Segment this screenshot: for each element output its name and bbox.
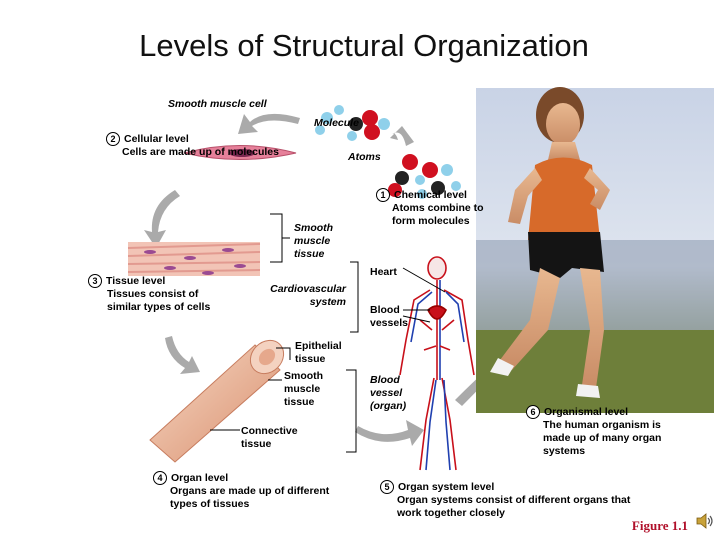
level-name: Tissue level — [106, 274, 166, 287]
molecule-label: Molecule — [314, 117, 359, 129]
level-name: Organismal level — [544, 405, 629, 418]
blood-vessels-label: Blood vessels — [370, 304, 408, 329]
molecule-cluster — [315, 105, 390, 141]
smooth-muscle-cell-label: Smooth muscle cell — [168, 98, 267, 110]
brackets — [270, 213, 359, 453]
level-number: 3 — [88, 274, 102, 288]
level-6-organismal: 6 Organismal level The human organism is … — [526, 405, 688, 458]
level-4-organ: 4 Organ level Organs are made up of diffe… — [153, 471, 339, 511]
smooth-muscle-tissue-image — [127, 242, 261, 276]
level-desc: The human organism is made up of many or… — [543, 419, 662, 457]
level-1-chemical: 1 Chemical level Atoms combine to form mo… — [376, 188, 486, 228]
level-name: Organ level — [171, 471, 229, 484]
level-desc: Cells are made up of molecules — [122, 146, 279, 158]
level-number: 2 — [106, 132, 120, 146]
cardiovascular-system-label: Cardiovascular system — [270, 283, 346, 308]
smooth-muscle-tissue-label: Smooth muscle tissue — [294, 222, 334, 260]
level-name: Organ system level — [398, 480, 495, 493]
cardiovascular-figure — [399, 256, 475, 471]
heart-label: Heart — [370, 266, 397, 278]
runner-photo — [476, 87, 714, 413]
atom-cluster — [388, 154, 461, 199]
smooth-muscle-tissue-organ-label: Smooth muscle tissue — [284, 370, 324, 408]
connective-tissue-label: Connective tissue — [241, 425, 298, 450]
level-name: Chemical level — [394, 188, 467, 201]
figure-label: Figure 1.1 — [631, 518, 688, 533]
level-number: 5 — [380, 480, 394, 494]
level-number: 1 — [376, 188, 390, 202]
atoms-label: Atoms — [348, 151, 381, 163]
level-name: Cellular level — [124, 132, 189, 145]
blood-vessel-organ-label: Blood vessel (organ) — [370, 374, 407, 412]
level-desc: Tissues consist of similar types of cell… — [107, 288, 211, 313]
blood-vessel-tube — [149, 339, 285, 463]
level-2-cellular: 2 Cellular level Cells are made up of mol… — [106, 132, 296, 159]
level-5-organ-system: 5 Organ system level Organ systems consis… — [380, 480, 640, 520]
level-desc: Atoms combine to form molecules — [392, 202, 484, 227]
level-number: 6 — [526, 405, 540, 419]
level-3-tissue: 3 Tissue level Tissues consist of similar… — [88, 274, 228, 314]
level-desc: Organ systems consist of different organ… — [397, 494, 631, 519]
smooth-muscle-cell — [183, 145, 297, 160]
speaker-icon[interactable] — [694, 510, 716, 532]
leader-lines — [210, 267, 446, 431]
level-number: 4 — [153, 471, 167, 485]
epithelial-tissue-label: Epithelial tissue — [295, 340, 342, 365]
page-title: Levels of Structural Organization — [139, 28, 589, 63]
level-desc: Organs are made up of different types of… — [170, 485, 330, 510]
